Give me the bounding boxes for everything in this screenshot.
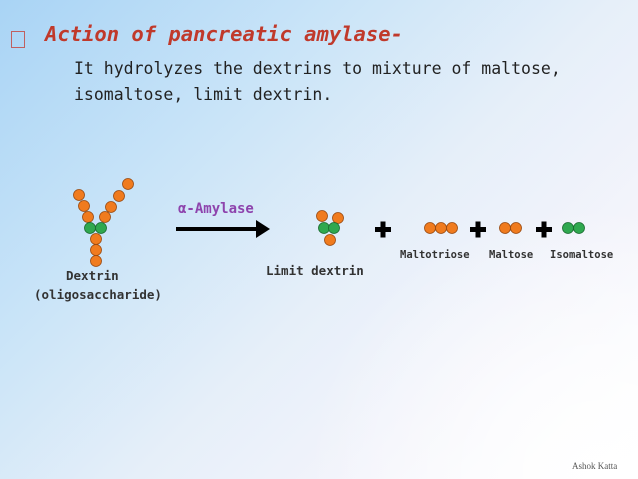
- maltotriose-label: Maltotriose: [400, 249, 470, 261]
- glucose-unit: [316, 210, 328, 222]
- branch-unit: [95, 222, 107, 234]
- maltotriose-molecule: [424, 222, 458, 234]
- body-line: It hydrolyzes the dextrins to mixture of…: [74, 59, 561, 78]
- maltose-label: Maltose: [489, 249, 534, 261]
- limit-dextrin-molecule: [316, 210, 344, 246]
- glucose-unit: [73, 189, 85, 201]
- glucose-unit: [324, 234, 336, 246]
- dextrin-sublabel: (oligosaccharide): [34, 287, 162, 302]
- body-line: isomaltose, limit dextrin.: [74, 85, 333, 104]
- dextrin-molecule: [73, 178, 134, 267]
- body-text: It hydrolyzes the dextrins to mixture of…: [74, 56, 561, 108]
- glucose-unit: [78, 200, 90, 212]
- branch-unit: [84, 222, 96, 234]
- limit-dextrin-label: Limit dextrin: [266, 263, 364, 278]
- maltose-molecule: [499, 222, 522, 234]
- glucose-unit: [332, 212, 344, 224]
- glucose-unit: [499, 222, 511, 234]
- glucose-unit: [90, 244, 102, 256]
- plus-icon: [536, 221, 552, 238]
- slide-heading: Action of pancreatic amylase-: [45, 22, 403, 46]
- glucose-unit: [82, 211, 94, 223]
- dextrin-label: Dextrin: [66, 268, 119, 283]
- glucose-unit: [90, 233, 102, 245]
- plus-icon: [470, 221, 486, 238]
- glucose-unit: [113, 190, 125, 202]
- plus-icon: [375, 221, 391, 238]
- glucose-unit: [122, 178, 134, 190]
- isomaltose-label: Isomaltose: [550, 249, 614, 261]
- glucose-unit: [105, 201, 117, 213]
- glucose-unit: [424, 222, 436, 234]
- author-credit: Ashok Katta: [572, 461, 618, 471]
- bullet-icon: [11, 31, 25, 48]
- branch-unit: [318, 222, 330, 234]
- branch-unit: [562, 222, 574, 234]
- isomaltose-molecule: [562, 222, 585, 234]
- glucose-unit: [435, 222, 447, 234]
- reaction-arrow: [176, 220, 270, 238]
- branch-unit: [328, 222, 340, 234]
- glucose-unit: [90, 255, 102, 267]
- enzyme-label: α-Amylase: [178, 201, 254, 217]
- branch-unit: [573, 222, 585, 234]
- glucose-unit: [510, 222, 522, 234]
- glucose-unit: [446, 222, 458, 234]
- glucose-unit: [99, 211, 111, 223]
